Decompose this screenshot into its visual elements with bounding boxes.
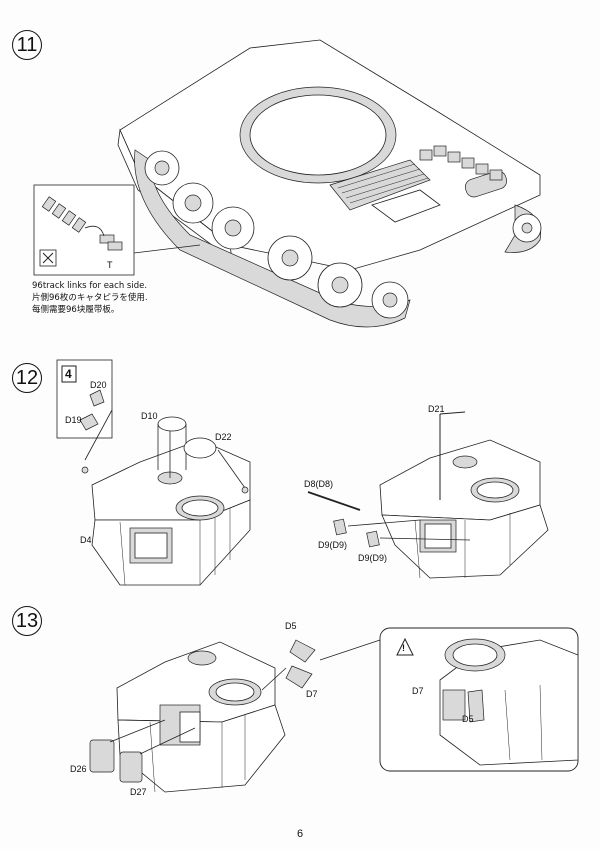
turret-step13: [89, 639, 381, 793]
warning-icon: !: [402, 643, 405, 653]
track-note-jp: 片側96枚のキャタピラを使用.: [32, 293, 148, 303]
box-count: 4: [65, 367, 72, 381]
part-d7-detail: D7: [412, 686, 424, 696]
step-number-12: 12: [12, 363, 42, 393]
part-d20: D20: [90, 380, 107, 390]
step12-inset: [56, 359, 113, 461]
part-d4: D4: [80, 535, 92, 545]
part-d26: D26: [70, 764, 87, 774]
part-d9-left: D9(D9): [318, 540, 348, 550]
hull-drawing: [117, 39, 542, 328]
inset-part-t: T: [107, 260, 113, 270]
turret-left: [81, 416, 251, 586]
detail-box: [379, 627, 579, 772]
part-d5-detail: D5: [462, 714, 474, 724]
page-number: 6: [296, 828, 304, 840]
part-d21: D21: [428, 404, 445, 414]
step-number-11: 11: [12, 30, 42, 60]
part-d22: D22: [215, 432, 232, 442]
part-d7: D7: [306, 689, 318, 699]
track-note-cn: 每侧需要96块履带板。: [32, 305, 120, 315]
turret-right: [307, 411, 549, 579]
track-note-en: 96track links for each side.: [32, 281, 148, 291]
track-inset: [33, 184, 201, 276]
part-d9-right: D9(D9): [358, 553, 388, 563]
step-number-13: 13: [12, 606, 42, 636]
part-d8: D8(D8): [304, 479, 334, 489]
part-d10: D10: [141, 411, 158, 421]
part-d19: D19: [65, 415, 82, 425]
part-d27: D27: [130, 787, 147, 797]
part-d5: D5: [285, 621, 297, 631]
